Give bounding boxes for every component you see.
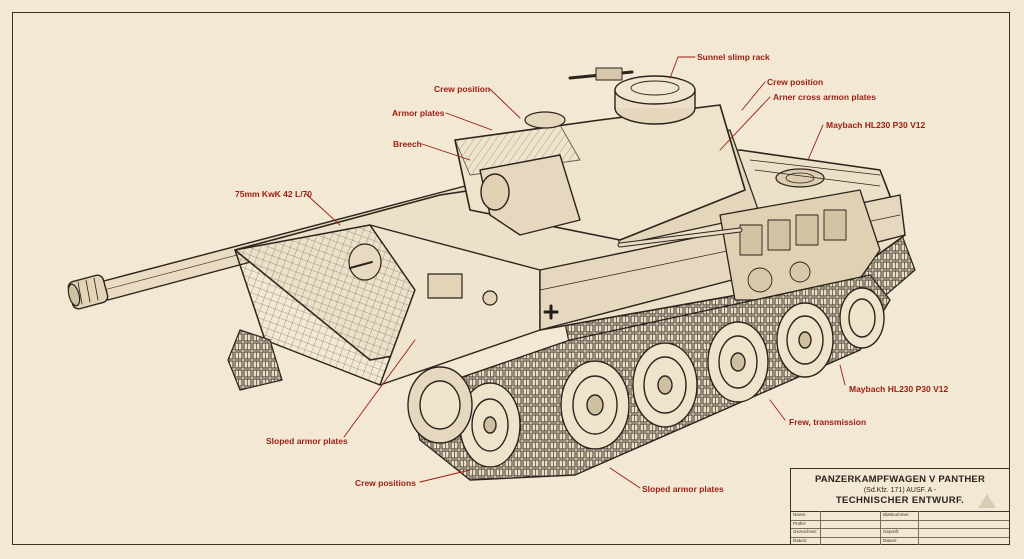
callout-sloped-armor-bottom: Sloped armor plates	[642, 484, 724, 494]
sheet-border	[12, 12, 1010, 545]
callout-crew-position-left: Crew position	[434, 84, 491, 94]
field-label: Datum:	[791, 536, 821, 545]
callout-arner-cross-armon-plates: Arner cross armon plates	[773, 92, 876, 102]
field-label	[881, 519, 919, 528]
title-line-1: PANZERKAMPFWAGEN V PANTHER	[814, 474, 986, 485]
title-block-header: PANZERKAMPFWAGEN V PANTHER (Sd.Kfz. 171)…	[791, 469, 1009, 512]
field-label: Datum:	[881, 536, 919, 545]
field-value	[919, 528, 1009, 537]
title-block-row: Datum: Datum:	[791, 536, 1009, 546]
field-value	[919, 537, 1009, 546]
road-wheels	[407, 287, 885, 468]
title-block: PANZERKAMPFWAGEN V PANTHER (Sd.Kfz. 171)…	[790, 468, 1010, 545]
turret	[454, 67, 746, 241]
callout-crew-positions: Crew positions	[355, 478, 416, 488]
field-value	[821, 528, 881, 537]
field-value	[919, 511, 1009, 520]
callout-75mm-gun: 75mm KwK 42 L/70	[235, 189, 313, 199]
watermark-logo-icon	[978, 494, 996, 508]
field-value	[821, 519, 881, 528]
title-block-row: Prüfer:	[791, 519, 1009, 529]
field-label: Geprüft:	[881, 528, 919, 537]
callout-maybach-engine-bottom: Maybach HL230 P30 V12	[849, 384, 949, 394]
callout-sloped-armor-left: Sloped armor plates	[266, 436, 348, 446]
title-block-row: Gezeichnet: Geprüft:	[791, 528, 1009, 538]
title-line-2: (Sd.Kfz. 171) AUSF. A -	[863, 487, 937, 494]
callout-frew-transmission: Frew, transmission	[789, 417, 867, 427]
callout-armor-plates: Armor plates	[392, 108, 445, 118]
field-label: Gezeichnet:	[791, 528, 821, 537]
field-label: Name:	[791, 511, 821, 520]
title-line-3: TECHNISCHER ENTWURF.	[835, 495, 965, 506]
field-value	[821, 536, 881, 545]
field-label: Prüfer:	[791, 519, 821, 528]
callout-maybach-engine-top: Maybach HL230 P30 V12	[826, 120, 926, 130]
callout-sunnel-slimp-rack: Sunnel slimp rack	[697, 52, 770, 62]
callout-crew-position-right: Crew position	[767, 77, 824, 87]
title-block-row: Name: Blattnummer:	[791, 511, 1009, 521]
field-value	[821, 511, 881, 520]
leader-lines	[305, 56, 846, 489]
field-value	[919, 520, 1009, 529]
tank-drawing	[67, 56, 916, 489]
callout-breech: Breech	[393, 139, 422, 149]
field-label: Blattnummer:	[881, 511, 919, 520]
